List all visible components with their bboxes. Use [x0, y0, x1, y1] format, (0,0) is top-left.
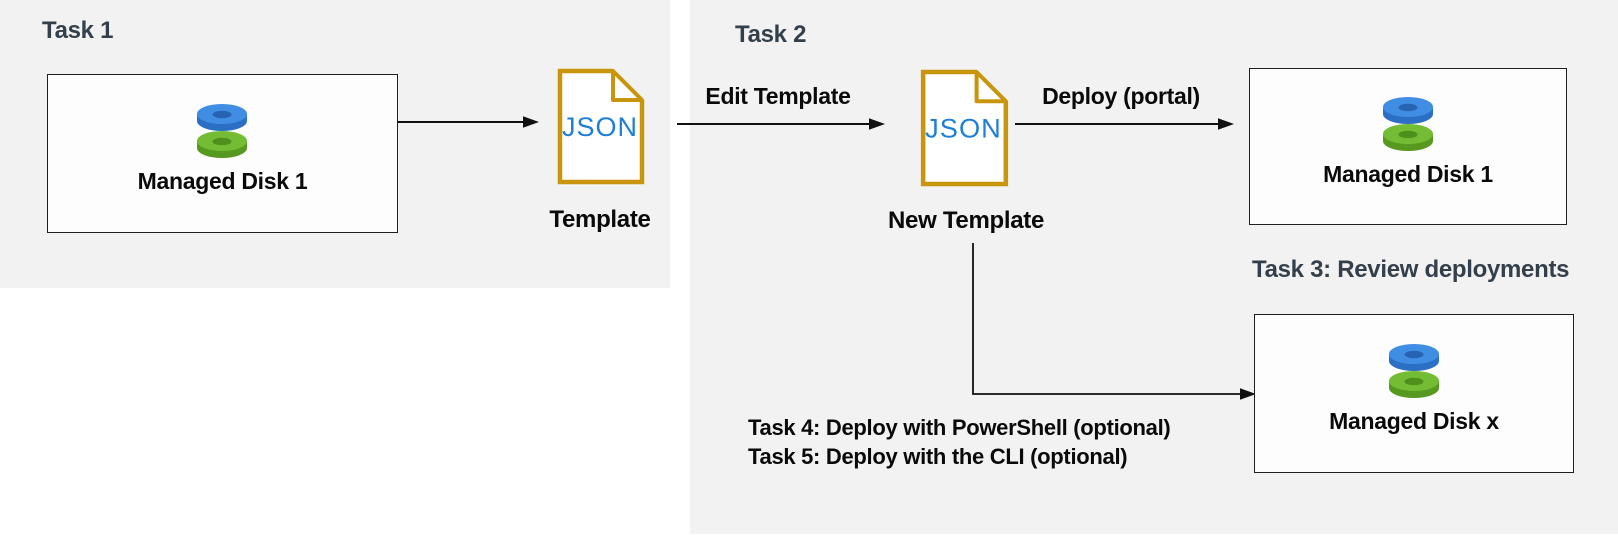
new-template-file: JSON — [919, 68, 1010, 193]
edit-template-label: Edit Template — [705, 83, 851, 109]
managed-disk-icon — [1388, 343, 1439, 398]
task45-labels: Task 4: Deploy with PowerShell (optional… — [748, 413, 1171, 471]
disk-box-label: Managed Disk 1 — [1323, 160, 1493, 187]
template-caption: Template — [549, 206, 651, 233]
task1-heading: Task 1 — [42, 17, 114, 44]
managed-disk-1-source-box: Managed Disk 1 — [47, 74, 398, 233]
task3-heading: Task 3: Review deployments — [1252, 256, 1570, 283]
managed-disk-x-box: Managed Disk x — [1254, 314, 1574, 473]
json-file-text: JSON — [562, 112, 638, 142]
managed-disk-icon — [197, 103, 248, 158]
disk-green-platter — [1388, 370, 1439, 398]
task5-label: Task 5: Deploy with the CLI (optional) — [748, 444, 1128, 469]
disk-blue-platter — [1382, 96, 1433, 124]
json-file-outline — [557, 68, 645, 185]
template-file: JSON — [556, 67, 646, 191]
json-file-text: JSON — [925, 113, 1002, 144]
json-file-icon: JSON — [557, 68, 645, 185]
task2-heading: Task 2 — [735, 21, 807, 48]
new-template-caption: New Template — [888, 207, 1044, 234]
disk-box-content: Managed Disk 1 — [1323, 94, 1493, 188]
disk-box-label: Managed Disk 1 — [137, 167, 308, 194]
disk-box-content: Managed Disk 1 — [138, 101, 308, 195]
json-file-fold — [974, 70, 1008, 104]
deploy-portal-label: Deploy (portal) — [1042, 83, 1200, 109]
disk-green-platter — [197, 130, 248, 158]
task4-label: Task 4: Deploy with PowerShell (optional… — [748, 415, 1171, 440]
managed-disk-1-deployed-box: Managed Disk 1 — [1249, 68, 1567, 225]
json-file-outline — [920, 69, 1009, 187]
managed-disk-icon — [1382, 96, 1433, 151]
disk-box-label: Managed Disk x — [1329, 407, 1499, 434]
disk-box-content: Managed Disk x — [1329, 341, 1499, 435]
disk-green-platter — [1382, 123, 1433, 151]
json-file-fold — [611, 69, 644, 102]
disk-blue-platter — [197, 103, 248, 131]
json-file-icon: JSON — [920, 69, 1009, 187]
disk-blue-platter — [1388, 343, 1439, 371]
